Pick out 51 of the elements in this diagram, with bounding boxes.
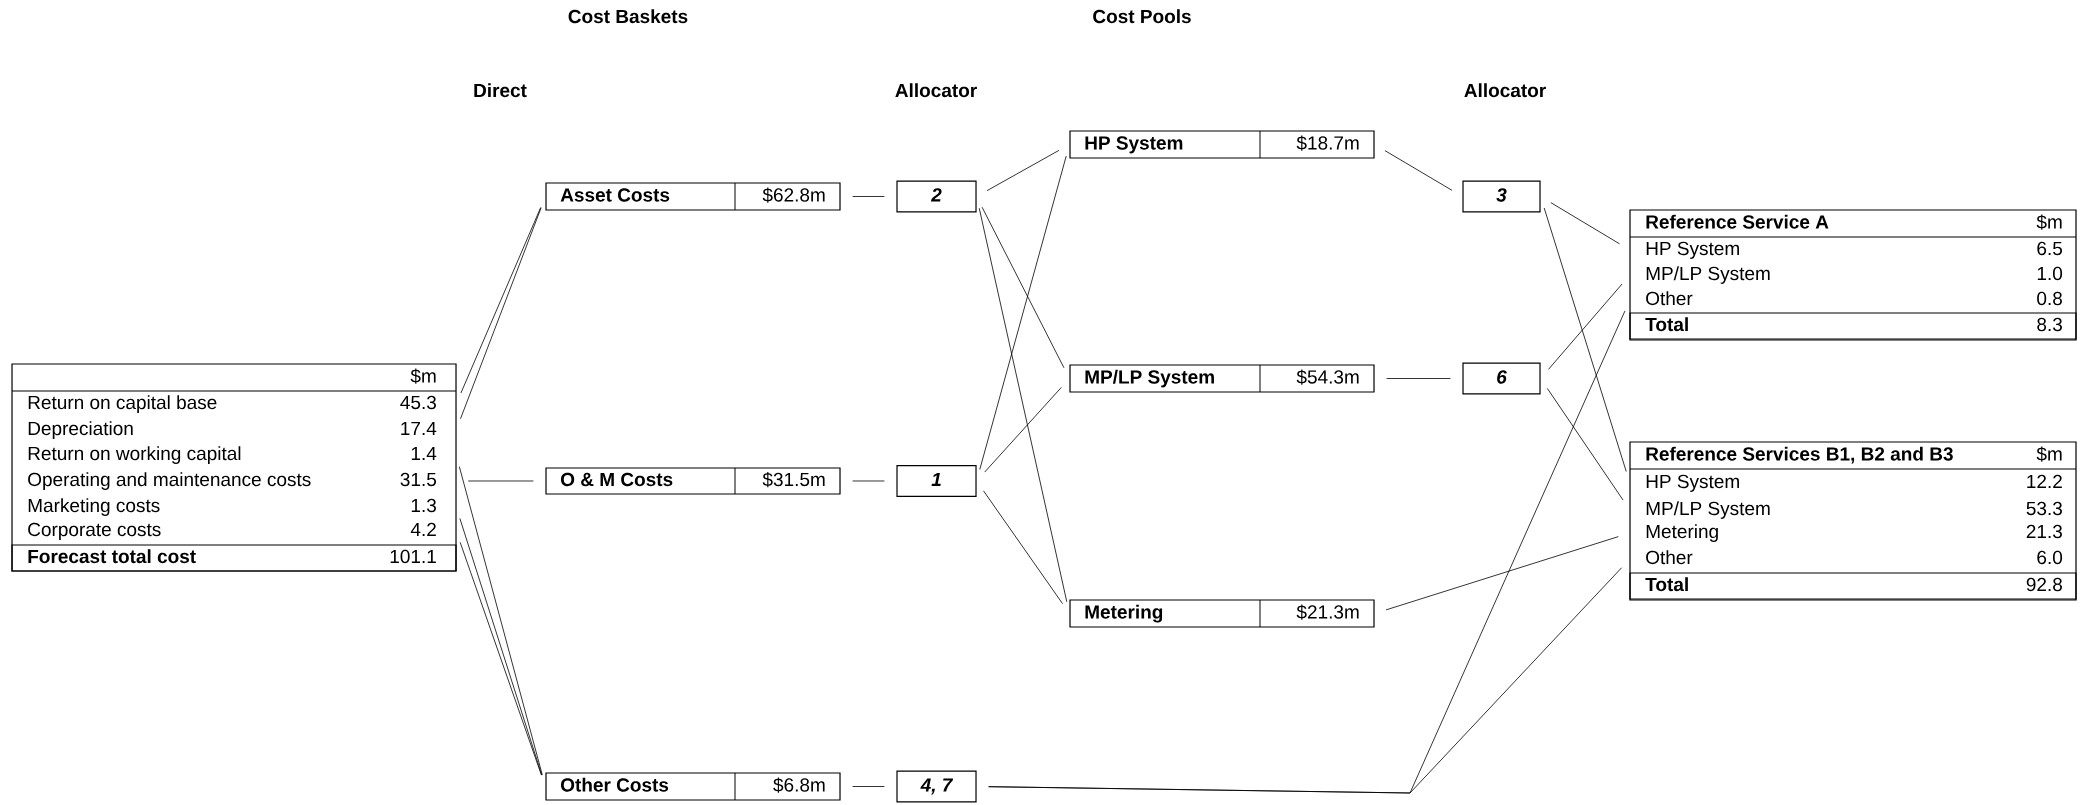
connector-line [978, 207, 1068, 603]
allocator-box: 3 [1462, 180, 1541, 213]
table-row: Other 0.8 [1646, 291, 2062, 306]
table-row: MP/LP System 1.0 [1646, 266, 2063, 284]
total-row: Forecast total cost 101.1 [11, 544, 457, 572]
table-row: Marketing costs 1.3 [28, 498, 436, 516]
connector-line [984, 387, 1062, 473]
table-row: Corporate costs 4.2 [28, 522, 436, 540]
total-row: Total 8.3 [1629, 312, 2077, 340]
cost-box: Other Costs $6.8m [545, 772, 841, 801]
allocator-box: 6 [1462, 362, 1541, 395]
table-row: Other 6.0 [1646, 550, 2063, 565]
connector-line [979, 155, 1067, 470]
table-row: MP/LP System 53.3 [1646, 501, 2062, 519]
connector-line [986, 149, 1060, 192]
table-row: HP System 12.2 [1646, 474, 2062, 492]
total-row: Total 92.8 [1629, 572, 2077, 600]
connector-line [981, 206, 1065, 369]
table-row: Metering 21.3 [1646, 524, 2062, 542]
connector-line [1386, 378, 1451, 379]
connector-line [458, 466, 543, 776]
cost-box: Asset Costs $62.8m [545, 182, 841, 211]
table-row: HP System 6.5 [1646, 241, 2062, 259]
connector-line [852, 196, 885, 197]
cost-box: O & M Costs $31.5m [545, 467, 841, 495]
connector-line [852, 480, 885, 482]
column-heading: Cost Baskets [568, 9, 688, 24]
connector-line [1546, 388, 1624, 501]
table-row: Depreciation 17.4 [28, 421, 437, 439]
allocator-box: 4, 7 [896, 770, 977, 803]
cost-box: Metering $21.3m [1069, 599, 1375, 628]
cost-box: HP System $18.7m [1069, 130, 1375, 159]
connector-line [1385, 536, 1619, 611]
connector-line [852, 786, 885, 787]
table-row: Return on working capital 1.4 [28, 446, 437, 464]
connector-line [1384, 150, 1453, 191]
table-row: Operating and maintenance costs 31.5 [28, 472, 436, 490]
connector-line [1543, 207, 1627, 472]
column-heading: Allocator [895, 83, 977, 98]
cost-box: MP/LP System $54.3m [1069, 364, 1375, 393]
column-heading: Allocator [1464, 83, 1546, 98]
column-heading: Cost Pools [1093, 9, 1191, 24]
column-heading: Direct [474, 83, 527, 98]
connector-line [983, 490, 1063, 605]
allocator-box: 1 [896, 465, 977, 497]
connector-line [467, 480, 534, 482]
allocator-box: 2 [896, 180, 977, 213]
connector-line [1548, 283, 1623, 370]
connector-line [988, 567, 1622, 794]
table-row: Return on capital base 45.3 [28, 395, 436, 413]
connector-line [1550, 202, 1620, 245]
